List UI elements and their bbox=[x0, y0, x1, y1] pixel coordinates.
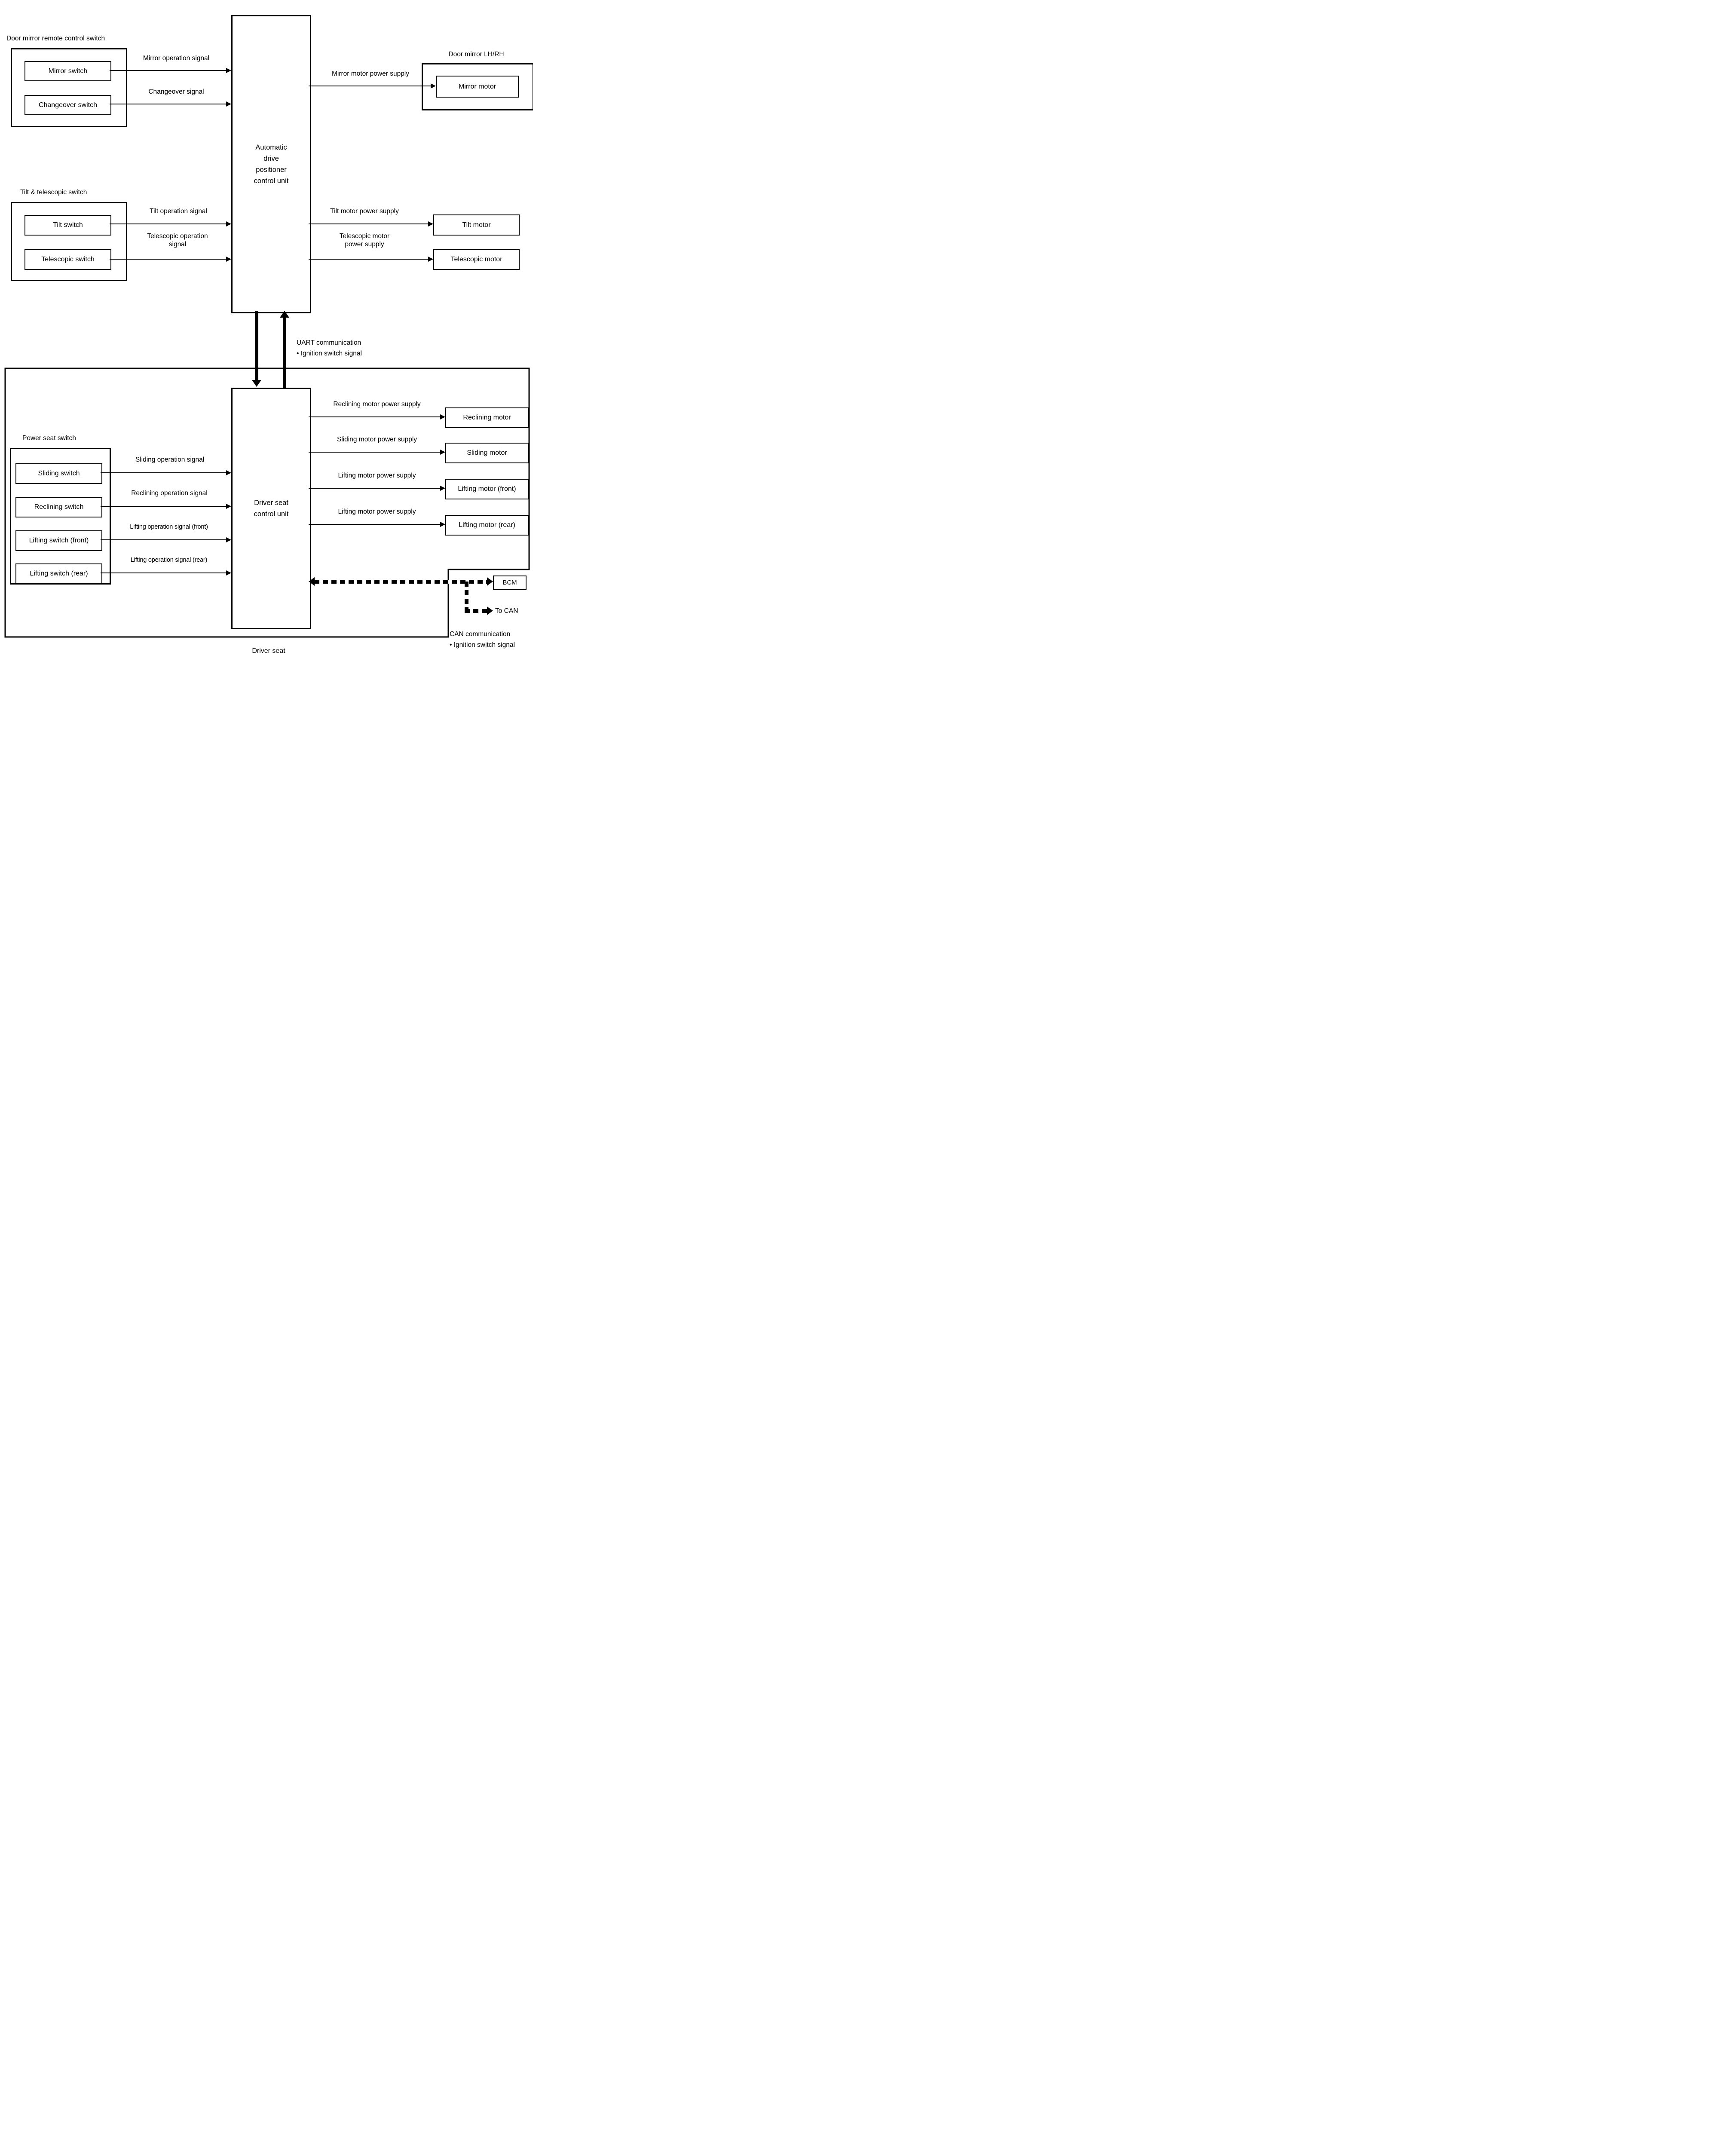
tilt-switch-box: Tilt switch bbox=[24, 215, 111, 236]
uart-up-arrow-head bbox=[280, 311, 289, 318]
lifting-motor-rear-box: Lifting motor (rear) bbox=[445, 515, 529, 536]
adp-line-2: drive bbox=[263, 155, 279, 162]
door-mirror-group-box bbox=[422, 63, 533, 110]
tilt-operation-arrow bbox=[110, 221, 231, 227]
lifting-operation-rear-label: Lifting operation signal (rear) bbox=[130, 557, 208, 563]
power-seat-group-title: Power seat switch bbox=[22, 435, 76, 442]
mirror-motor-box: Mirror motor bbox=[436, 76, 519, 98]
lifting-switch-front-box: Lifting switch (front) bbox=[15, 530, 102, 551]
driver-seat-control-unit-box: Driver seat control unit bbox=[231, 388, 311, 629]
sliding-motor-box: Sliding motor bbox=[445, 443, 529, 463]
can-communication-label: CAN communication bbox=[450, 631, 511, 638]
lifting-switch-rear-box: Lifting switch (rear) bbox=[15, 563, 102, 584]
driver-seat-caption: Driver seat bbox=[252, 647, 285, 655]
tilt-operation-signal-label: Tilt operation signal bbox=[150, 208, 207, 215]
changeover-signal-label: Changeover signal bbox=[148, 88, 204, 95]
mirror-operation-signal-label: Mirror operation signal bbox=[143, 55, 210, 62]
door-mirror-group-title: Door mirror LH/RH bbox=[448, 51, 504, 58]
telescopic-operation-arrow bbox=[110, 257, 231, 262]
adp-line-1: Automatic bbox=[255, 144, 287, 151]
can-ignition-signal-label: • Ignition switch signal bbox=[450, 641, 515, 649]
door-mirror-remote-group-box bbox=[11, 48, 127, 127]
adp-line-4: control unit bbox=[254, 177, 289, 185]
tilt-motor-power-arrow bbox=[309, 221, 433, 227]
tilt-motor-box: Tilt motor bbox=[433, 214, 520, 236]
lifting-motor-rear-power-arrow bbox=[309, 522, 445, 527]
door-mirror-remote-group-title: Door mirror remote control switch bbox=[6, 35, 105, 42]
mirror-switch-box: Mirror switch bbox=[24, 61, 111, 81]
tilt-motor-power-label: Tilt motor power supply bbox=[330, 208, 399, 215]
lifting-operation-front-label: Lifting operation signal (front) bbox=[130, 523, 208, 530]
can-arrow-right-head bbox=[487, 577, 493, 586]
lifting-motor-rear-power-label: Lifting motor power supply bbox=[338, 508, 416, 515]
tilt-group-box bbox=[11, 202, 127, 281]
lifting-operation-front-arrow bbox=[101, 537, 231, 542]
reclining-motor-power-arrow bbox=[309, 414, 445, 419]
mirror-operation-arrow bbox=[110, 68, 231, 73]
telescopic-operation-signal-label: Telescopic operation signal bbox=[147, 233, 208, 248]
sliding-motor-power-arrow bbox=[309, 450, 445, 455]
sliding-operation-arrow bbox=[101, 470, 231, 475]
changeover-switch-box: Changeover switch bbox=[24, 95, 111, 115]
automatic-drive-positioner-control-unit-box: Automatic drive positioner control unit bbox=[231, 15, 311, 313]
can-arrow-left-head bbox=[309, 577, 315, 586]
system-diagram: Door mirror remote control switch Mirror… bbox=[0, 0, 533, 664]
sliding-motor-power-label: Sliding motor power supply bbox=[337, 436, 417, 443]
telescopic-motor-box: Telescopic motor bbox=[433, 249, 520, 270]
to-can-arrow-head bbox=[487, 606, 493, 615]
tilt-group-title: Tilt & telescopic switch bbox=[20, 189, 87, 196]
bcm-box: BCM bbox=[493, 576, 527, 590]
can-branch-vertical bbox=[465, 582, 468, 612]
mirror-motor-power-label: Mirror motor power supply bbox=[331, 70, 410, 77]
telescopic-motor-power-arrow bbox=[309, 257, 433, 262]
lifting-operation-rear-arrow bbox=[101, 570, 231, 576]
can-branch-horizontal bbox=[465, 609, 487, 613]
lifting-motor-front-power-arrow bbox=[309, 486, 445, 491]
to-can-label: To CAN bbox=[495, 607, 518, 615]
driver-seat-outline bbox=[4, 367, 530, 638]
uart-down-arrow-head bbox=[252, 380, 261, 387]
telescopic-switch-box: Telescopic switch bbox=[24, 249, 111, 270]
dscu-line-2: control unit bbox=[254, 510, 289, 518]
telescopic-motor-power-label: Telescopic motor power supply bbox=[339, 233, 390, 248]
uart-up-arrow-shaft bbox=[283, 318, 286, 388]
reclining-operation-signal-label: Reclining operation signal bbox=[131, 490, 208, 497]
sliding-switch-box: Sliding switch bbox=[15, 463, 102, 484]
reclining-motor-box: Reclining motor bbox=[445, 407, 529, 428]
can-dashed-line bbox=[314, 580, 487, 584]
uart-down-arrow-shaft bbox=[255, 311, 258, 380]
uart-ignition-signal-label: • Ignition switch signal bbox=[297, 350, 362, 357]
reclining-motor-power-label: Reclining motor power supply bbox=[333, 401, 421, 408]
lifting-motor-front-box: Lifting motor (front) bbox=[445, 479, 529, 499]
uart-communication-label: UART communication bbox=[297, 339, 361, 346]
sliding-operation-signal-label: Sliding operation signal bbox=[135, 456, 205, 463]
adp-line-3: positioner bbox=[256, 166, 287, 174]
dscu-line-1: Driver seat bbox=[254, 499, 288, 507]
reclining-switch-box: Reclining switch bbox=[15, 497, 102, 517]
reclining-operation-arrow bbox=[101, 504, 231, 509]
lifting-motor-front-power-label: Lifting motor power supply bbox=[338, 472, 416, 479]
